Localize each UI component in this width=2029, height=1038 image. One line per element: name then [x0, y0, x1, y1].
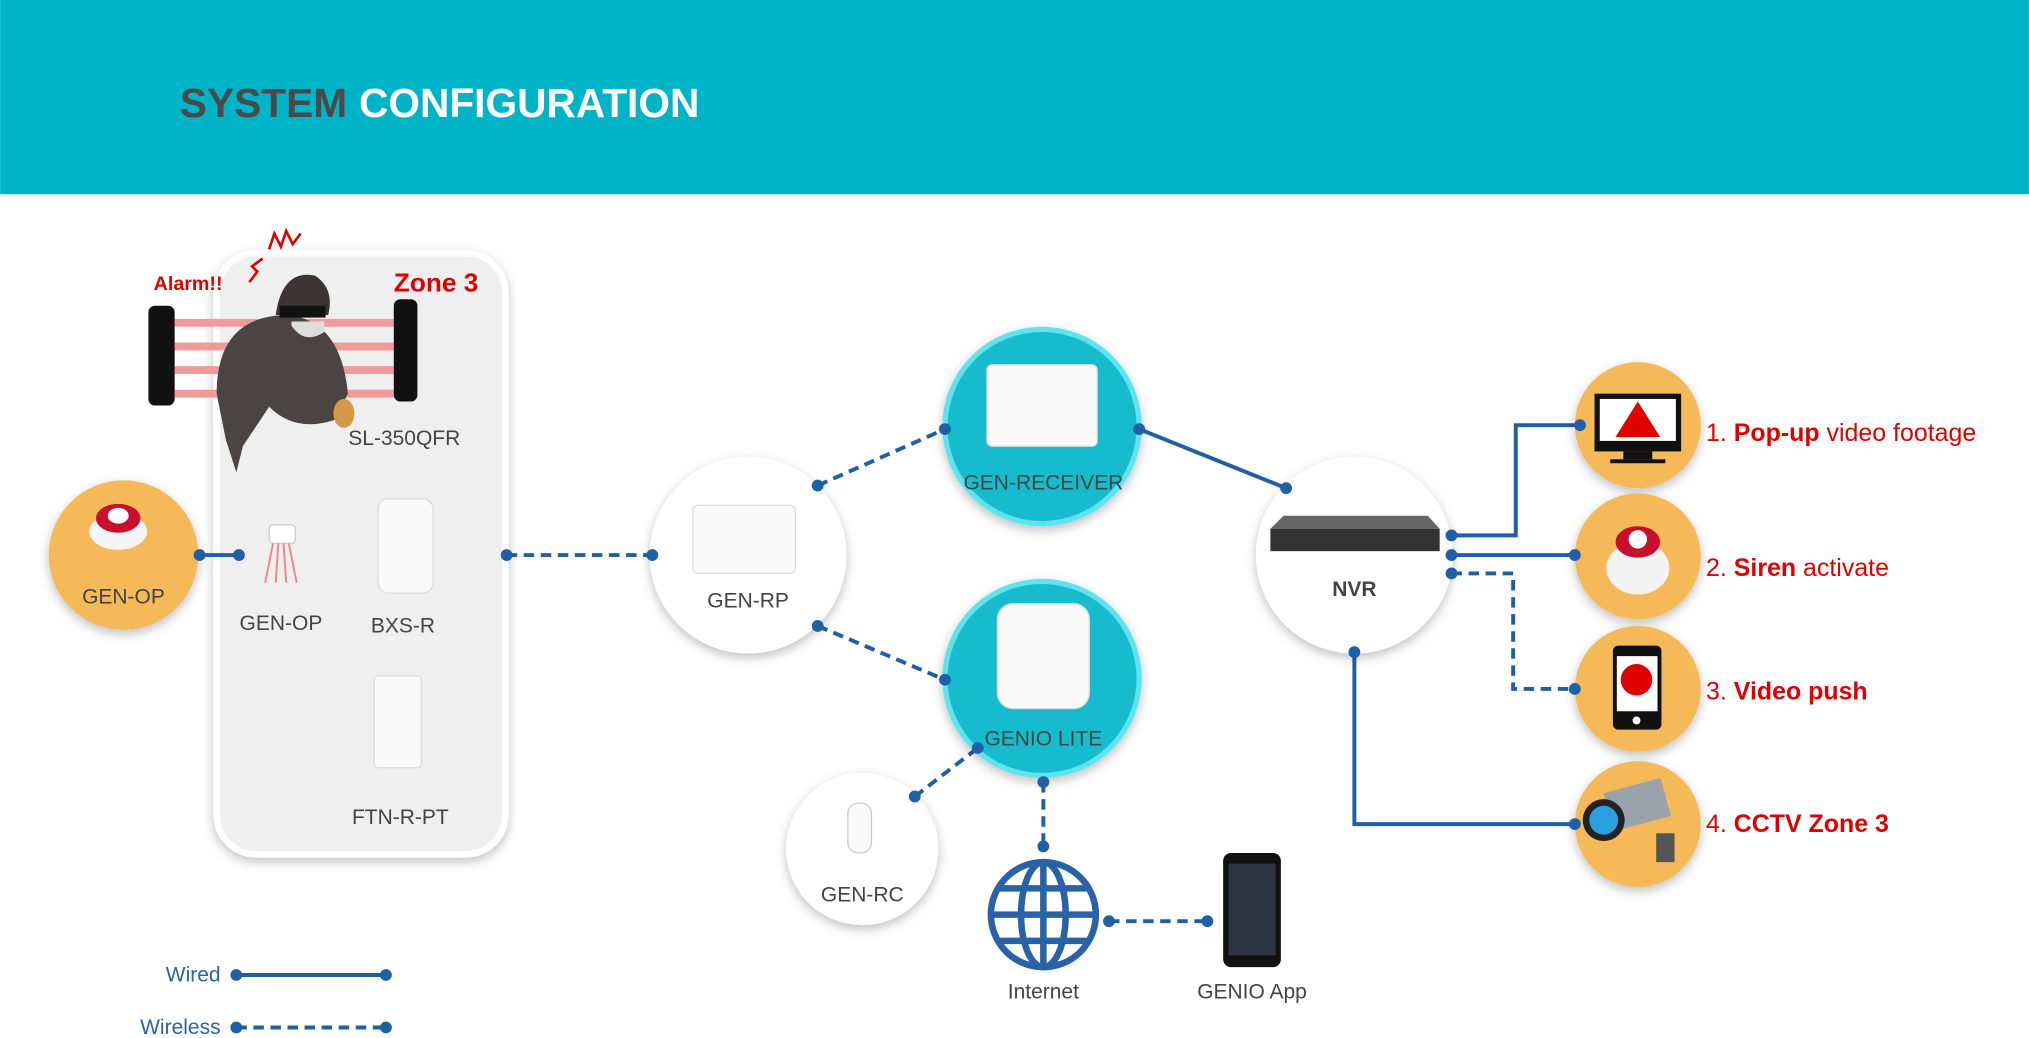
burglar-icon: [216, 274, 355, 473]
gen-op-siren-label: GEN-OP: [82, 586, 165, 609]
ftn-r-pt-icon: [373, 675, 423, 769]
gen-rp-icon: [692, 504, 797, 575]
connections: [199, 423, 1581, 924]
ftn-r-pt-label: FTN-R-PT: [352, 806, 449, 829]
globe-icon: [987, 858, 1100, 971]
gen-op-siren-node: [48, 480, 199, 630]
genio-lite-label: GENIO LITE: [984, 727, 1102, 750]
beam-sensor-right-icon: [393, 299, 418, 402]
bxs-r-label: BXS-R: [371, 615, 435, 638]
legend: Wired Wireless: [140, 964, 392, 1038]
phone-screen: [1228, 863, 1276, 956]
gen-rp-label: GEN-RP: [707, 590, 789, 613]
output-2-label: 2. Siren activate: [1706, 554, 1889, 582]
gen-op-module-icon: [264, 524, 298, 583]
gen-rc-label: GEN-RC: [821, 884, 904, 907]
alarm-text: Alarm!!: [154, 273, 223, 295]
output-3-label: 3. Video push: [1706, 677, 1868, 705]
nvr-label: NVR: [1332, 578, 1376, 601]
output-labels: 1. Pop-up video footage 2. Siren activat…: [1706, 419, 1976, 838]
remote-control-icon: [847, 802, 873, 854]
header-band: [0, 0, 2029, 195]
siren-icon: [1606, 526, 1670, 595]
internet-label: Internet: [1008, 981, 1079, 1004]
gen-receiver-icon: [986, 364, 1098, 447]
alarm-shout-icon: [248, 227, 302, 283]
sl350-label: SL-350QFR: [348, 427, 460, 450]
siren-icon: [89, 503, 148, 550]
output-1-label: 1. Pop-up video footage: [1706, 419, 1976, 447]
gen-op-module-label: GEN-OP: [240, 612, 323, 635]
genio-lite-icon: [996, 602, 1090, 710]
bxs-r-icon: [377, 498, 434, 594]
zone-label: Zone 3: [394, 267, 479, 297]
legend-wired-label: Wired: [166, 964, 221, 987]
monitor-alert-icon: [1594, 393, 1682, 464]
legend-wireless-label: Wireless: [140, 1016, 220, 1038]
connection-dots: [193, 419, 1586, 928]
nvr-node: [1255, 456, 1453, 654]
nvr-icon: [1270, 515, 1440, 552]
phone-alert-icon: [1612, 645, 1662, 730]
gen-receiver-label: GEN-RECEIVER: [963, 471, 1123, 494]
beam-sensor-left-icon: [148, 305, 175, 406]
genio-app-label: GENIO App: [1197, 981, 1307, 1004]
output-4-label: 4. CCTV Zone 3: [1706, 810, 1889, 838]
cctv-camera-icon: [1582, 777, 1675, 863]
